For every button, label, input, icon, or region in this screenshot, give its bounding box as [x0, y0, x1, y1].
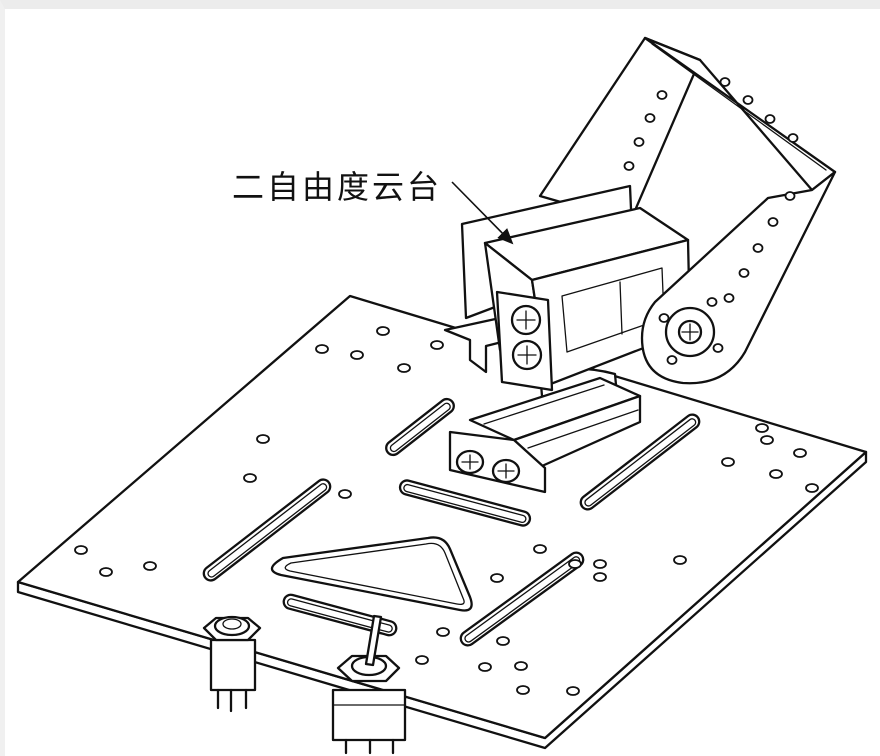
servo-horn [664, 306, 716, 358]
mounting-hole [143, 561, 157, 571]
plate-holes [74, 326, 819, 696]
leader-arrow [451, 181, 514, 245]
mounting-hole [805, 483, 819, 493]
mounting-hole [376, 326, 390, 336]
triangle-cutout [270, 536, 473, 612]
left-switch-connector [202, 615, 262, 713]
mounting-hole [666, 355, 678, 365]
mounting-hole [478, 662, 492, 672]
mounting-hole [533, 544, 547, 554]
slot [459, 551, 585, 647]
mounting-hole [496, 636, 510, 646]
mounting-hole [787, 133, 799, 143]
u-bracket-front [640, 170, 837, 385]
mounting-hole [633, 137, 645, 147]
mounting-hole [784, 191, 796, 201]
mounting-hole [755, 423, 769, 433]
mounting-hole [793, 448, 807, 458]
bracket-holes [658, 191, 796, 365]
switch-collar [213, 615, 251, 637]
mounting-hole [315, 344, 329, 354]
mounting-hole [516, 685, 530, 695]
mounting-hole [752, 243, 764, 253]
mounting-hole [99, 567, 113, 577]
mounting-hole [74, 545, 88, 555]
plate-slots [202, 397, 701, 647]
mounting-hole [397, 363, 411, 373]
mounting-hole [760, 435, 774, 445]
mounting-hole [338, 489, 352, 499]
mounting-hole [673, 555, 687, 565]
mounting-hole [568, 559, 582, 569]
switch-body [209, 638, 257, 692]
mounting-hole [490, 573, 504, 583]
mounting-hole [593, 572, 607, 582]
screw [491, 458, 521, 484]
slot [282, 593, 398, 637]
mounting-hole [742, 95, 754, 105]
mounting-hole [738, 268, 750, 278]
screw [511, 339, 543, 371]
mounting-hole [712, 343, 724, 353]
u-bracket-back [538, 36, 837, 224]
screw [510, 304, 542, 336]
slot [202, 478, 332, 582]
tilt-servo [443, 184, 692, 392]
mounting-hole [723, 293, 735, 303]
mounting-hole [658, 313, 670, 323]
toggle-lever [364, 614, 383, 667]
slot [579, 413, 701, 511]
mounting-hole [350, 350, 364, 360]
slot [385, 397, 455, 457]
mounting-hole [415, 655, 429, 665]
mounting-hole [514, 661, 528, 671]
mounting-hole [436, 627, 450, 637]
middle-switch-connector [331, 614, 407, 755]
mounting-hole [243, 473, 257, 483]
mounting-hole [719, 77, 731, 87]
gimbal-label: 二自由度云台 [232, 168, 442, 206]
mounting-hole [566, 686, 580, 696]
mounting-hole [623, 161, 635, 171]
mounting-hole [430, 340, 444, 350]
mounting-hole [764, 114, 776, 124]
switch-body [331, 688, 407, 742]
mounting-hole [256, 434, 270, 444]
mounting-hole [644, 113, 656, 123]
base-plate [16, 294, 868, 750]
mounting-hole [706, 297, 718, 307]
mounting-hole [767, 217, 779, 227]
mounting-hole [769, 469, 783, 479]
mounting-hole [721, 457, 735, 467]
screw [455, 449, 485, 475]
mounting-hole [656, 90, 668, 100]
slot [398, 479, 532, 527]
mounting-hole [593, 559, 607, 569]
